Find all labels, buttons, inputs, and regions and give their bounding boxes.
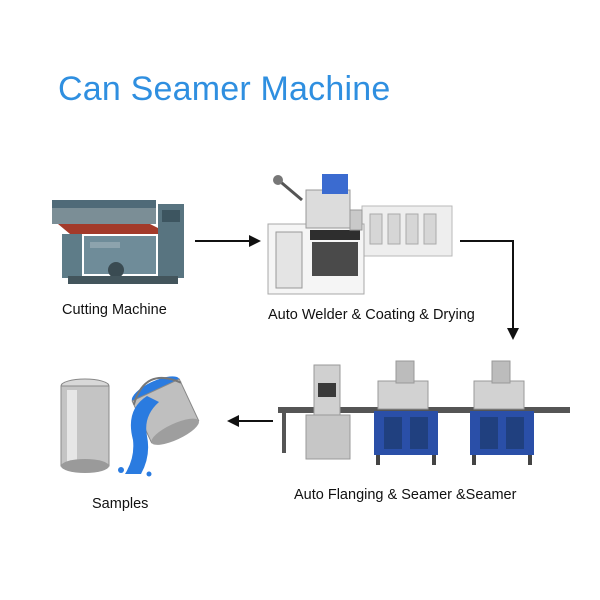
flow-arrow-down (458, 234, 528, 344)
page-title: Can Seamer Machine (58, 70, 391, 108)
stage-label-cutting-machine: Cutting Machine (62, 302, 167, 318)
stage-label-samples: Samples (92, 496, 149, 512)
cutting-machine-image (50, 190, 190, 290)
stage-label-welder-coating: Auto Welder & Coating & Drying (268, 307, 475, 323)
welder-coating-line-image (262, 170, 457, 300)
stage-label-flanging-seamer: Auto Flanging & Seamer &Seamer (294, 487, 517, 503)
paint-can-samples-image (55, 370, 215, 480)
flanging-seamer-line-image (278, 355, 570, 470)
flow-arrow-right (195, 234, 263, 248)
flow-arrow-left (225, 414, 275, 428)
